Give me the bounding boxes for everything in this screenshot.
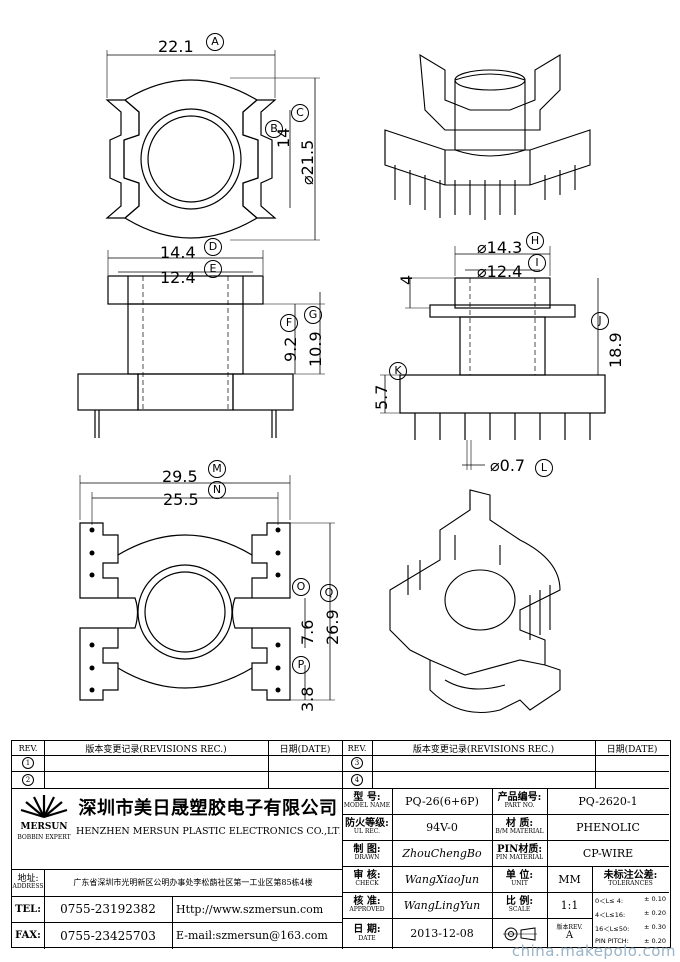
watermark: china.makepolo.com <box>511 942 676 960</box>
dim-tag-n: N <box>208 481 226 499</box>
dim-tag-c: C <box>291 104 309 122</box>
tolerance-label: 未标注公差:TOLERANCES <box>603 869 658 888</box>
bottom-view <box>79 475 335 701</box>
iso-view-bottom <box>389 489 561 714</box>
rev-row-2: 2 <box>12 771 44 788</box>
dim-tag-i: I <box>528 254 546 272</box>
sun-logo-icon <box>16 793 72 819</box>
website: Http://www.szmersun.com <box>176 902 324 916</box>
dim-tag-d: D <box>204 238 222 256</box>
revision-no: 版本REV.A <box>556 924 583 942</box>
scale-label: 比 例:SCALE <box>505 895 534 914</box>
projection-symbol-icon <box>492 918 547 949</box>
fire-rating-label: 防火等级:UL REC. <box>345 817 389 836</box>
dim-dia-0-7: ⌀0.7 <box>490 456 526 475</box>
dim-tag-l: L <box>535 459 553 477</box>
rev-record-header-left: 版本变更记录(REVISIONS REC.) <box>85 744 227 755</box>
rev-header-right: REV. <box>347 743 367 753</box>
rev-row-1: 1 <box>12 755 44 771</box>
title-block: REV. 版本变更记录(REVISIONS REC.) 日期(DATE) 1 2… <box>11 740 671 949</box>
rev-row-4: 4 <box>342 771 372 788</box>
rev-date-header-left: 日期(DATE) <box>279 744 331 755</box>
dim-tag-g: G <box>304 306 322 324</box>
dim-14: 14 <box>274 127 293 148</box>
check-value: WangXiaoJun <box>404 872 480 886</box>
top-view <box>105 50 320 241</box>
dim-tag-q: Q <box>320 584 338 602</box>
dim-dia-14-3: ⌀14.3 <box>477 238 523 257</box>
dim-dia-12-4: ⌀12.4 <box>477 262 523 281</box>
date-value: 2013-12-08 <box>410 927 474 940</box>
dim-tag-p: P <box>292 656 310 674</box>
dim-7-6: 7.6 <box>298 619 317 645</box>
dim-12-4: 12.4 <box>160 268 196 287</box>
tolerance-row: 16＜L≤50:± 0.30 <box>595 923 666 933</box>
approved-value: WangLingYun <box>403 898 481 912</box>
address-label: 地址: ADDRESS <box>12 873 44 891</box>
material-label: 材 质:B/M MATERIAL <box>495 817 544 836</box>
part-no-value: PQ-2620-1 <box>578 794 638 808</box>
dim-tag-m: M <box>208 460 226 478</box>
dim-10-9: 10.9 <box>306 331 325 367</box>
dim-25-5: 25.5 <box>163 490 199 509</box>
scale-value: 1:1 <box>560 898 579 912</box>
part-no-label: 产品编号:PART NO. <box>497 791 542 810</box>
logo-subtext: BOBBIN EXPERT <box>17 833 71 841</box>
dim-tag-b: B <box>265 120 283 138</box>
tolerance-row: 0＜L≤ 4:± 0.10 <box>595 895 666 905</box>
dim-tag-a: A <box>206 33 224 51</box>
dim-tag-k: K <box>389 362 407 380</box>
fire-rating-value: 94V-0 <box>426 820 458 834</box>
tel-value: 0755-23192382 <box>60 902 156 916</box>
dim-29-5: 29.5 <box>162 467 198 486</box>
date-label: 日 期:DATE <box>353 924 381 942</box>
address-value: 广东省深圳市光明新区公明办事处李松蓢社区第一工业区第85栋4楼 <box>73 878 313 887</box>
rev-record-header-right: 版本变更记录(REVISIONS REC.) <box>412 744 555 755</box>
model-value: PQ-26(6+6P) <box>405 794 479 808</box>
tolerance-row: PIN PITCH:± 0.20 <box>595 937 666 945</box>
unit-label: 单 位:UNIT <box>505 869 534 888</box>
technical-drawing <box>77 50 606 714</box>
side-view <box>380 246 606 470</box>
tel-label: TEL: <box>15 903 41 915</box>
rev-date-header-right: 日期(DATE) <box>606 744 658 755</box>
dim-tag-j: J <box>591 312 609 330</box>
company-name-en: SHENZHEN MERSUN PLASTIC ELECTRONICS CO.,… <box>76 825 340 837</box>
pin-material-value: CP-WIRE <box>582 846 634 860</box>
dim-tag-h: H <box>526 232 544 250</box>
rev-row-3: 3 <box>342 755 372 771</box>
rev-header-left: REV. <box>18 743 38 753</box>
dim-4: 4 <box>397 274 416 285</box>
material-value: PHENOLIC <box>576 820 640 834</box>
dim-14-4: 14.4 <box>160 243 196 262</box>
dim-tag-o: O <box>292 578 310 596</box>
tolerance-row: 4＜L≤16:± 0.20 <box>595 909 666 919</box>
dim-5-7: 5.7 <box>372 384 391 410</box>
dim-26-9: 26.9 <box>323 609 342 645</box>
unit-value: MM <box>558 872 581 886</box>
drawn-label: 制 图:DRAWN <box>353 843 381 862</box>
model-label: 型 号:MODEL NAME <box>343 791 391 810</box>
pin-material-label: PIN材质:PIN MATERIAL <box>495 843 544 862</box>
dim-tag-e: E <box>204 260 222 278</box>
email: E-mail:szmersun@163.com <box>176 929 328 942</box>
dim-tag-f: F <box>280 314 298 332</box>
company-name-cn: 深圳市美日晟塑胶电子有限公司 <box>78 798 338 819</box>
dim-9-2: 9.2 <box>281 336 300 362</box>
dim-dia-21-5: ⌀21.5 <box>298 139 317 185</box>
check-label: 审 核:CHECK <box>353 869 381 888</box>
dim-18-9: 18.9 <box>606 332 625 368</box>
dim-22-1: 22.1 <box>158 37 194 56</box>
approved-label: 核 准:APPROVED <box>349 895 385 914</box>
iso-view-top <box>384 53 591 220</box>
tolerance-table: 0＜L≤ 4:± 0.10 4＜L≤16:± 0.20 16＜L≤50:± 0.… <box>592 892 669 949</box>
logo-text: MERSUN <box>20 821 68 832</box>
drawn-value: ZhouChengBo <box>402 846 482 860</box>
fax-label: FAX: <box>15 930 41 941</box>
dim-3-8: 3.8 <box>298 686 317 712</box>
fax-value: 0755-23425703 <box>60 928 156 943</box>
